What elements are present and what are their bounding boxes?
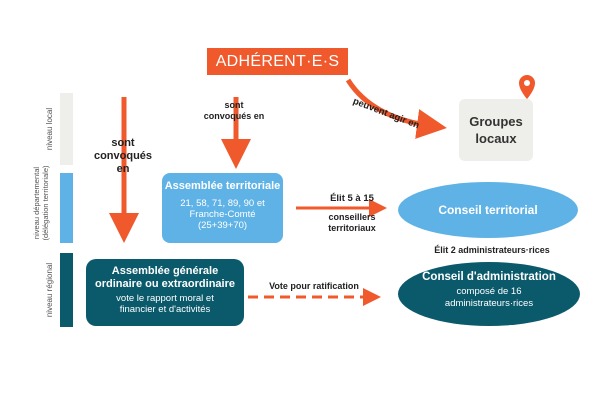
label-sont-convoques-at: sont convoqués en (203, 100, 265, 121)
assemblee-generale-title: Assemblée générale ordinaire ou extraord… (95, 265, 235, 290)
location-pin-icon (519, 75, 535, 99)
band-regional (60, 253, 73, 327)
groupes-locaux-box: Groupes locaux (459, 99, 533, 161)
arrow-peuvent-agir (345, 78, 447, 139)
conseil-territorial-label: Conseil territorial (438, 203, 538, 217)
conseil-administration-subtitle: composé de 16 administrateurs·rices (444, 286, 534, 309)
label-sont-convoques-ag: sont convoqués en (93, 137, 153, 175)
adherents-box: ADHÉRENT·E·S (207, 48, 348, 75)
label-vote-ratification: Vote pour ratification (269, 281, 359, 291)
label-elit-2: Élit 2 administrateurs·rices (434, 245, 550, 255)
band-departemental (60, 173, 73, 243)
conseil-territorial-oval: Conseil territorial (398, 182, 578, 238)
label-conseillers-territoriaux: conseillers territoriaux (328, 212, 376, 233)
assemblee-territoriale-box: Assemblée territoriale 21, 58, 71, 89, 9… (162, 173, 283, 243)
groupes-locaux-label: Groupes locaux (469, 114, 523, 146)
label-elit-5-15: Élit 5 à 15 (330, 193, 374, 204)
assemblee-generale-subtitle: vote le rapport moral et financier et d'… (116, 293, 214, 315)
assemblee-territoriale-title: Assemblée territoriale (164, 180, 281, 192)
conseil-administration-title: Conseil d'administration (422, 271, 556, 283)
band-local (60, 93, 73, 165)
assemblee-territoriale-subtitle: 21, 58, 71, 89, 90 et Franche-Comté (25+… (180, 198, 265, 231)
conseil-administration-oval: Conseil d'administration composé de 16 a… (398, 262, 580, 326)
assemblee-generale-box: Assemblée générale ordinaire ou extraord… (86, 259, 244, 326)
